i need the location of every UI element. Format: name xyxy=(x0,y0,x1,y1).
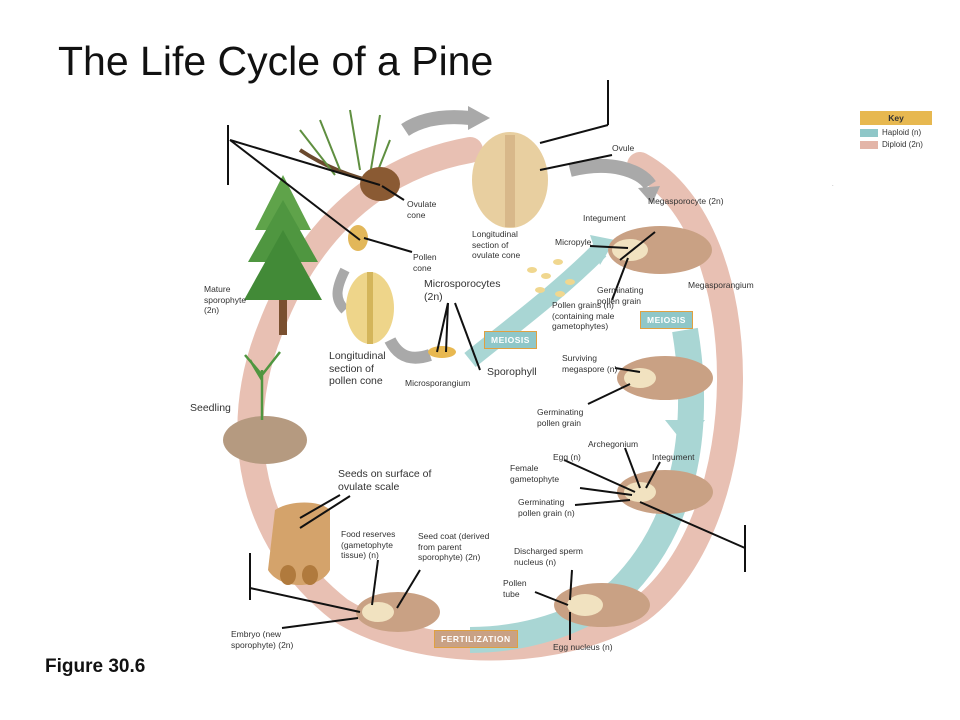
label-microsporocytes: Microsporocytes (2n) xyxy=(424,278,501,303)
label-integument-mid: Integument xyxy=(652,452,695,462)
diploid-swatch xyxy=(860,140,878,149)
seed-scale xyxy=(268,502,330,585)
label-surviving-megaspore: Surviving megaspore (n) xyxy=(562,353,618,374)
label-discharged-sperm: Discharged sperm nucleus (n) xyxy=(514,546,583,567)
pollen-cone-section xyxy=(346,272,394,344)
label-germinating-pollen-mid: Germinating pollen grain xyxy=(537,407,584,428)
haploid-cycle-arrow xyxy=(469,327,704,653)
haploid-swatch xyxy=(860,128,878,137)
key-haploid-label: Haploid (n) xyxy=(882,128,922,137)
seedling xyxy=(223,351,307,464)
meiosis-badge-right: MEIOSIS xyxy=(640,311,693,329)
key-haploid-row: Haploid (n) xyxy=(860,128,932,137)
grey-arrow-pollen xyxy=(384,336,432,364)
label-micropyle: Micropyle xyxy=(555,237,592,247)
label-mature-sporophyte: Mature sporophyte (2n) xyxy=(204,284,247,315)
microsporangium-shape xyxy=(428,346,456,358)
label-pollen-grains: Pollen grains (n) (containing male gamet… xyxy=(552,300,615,331)
label-germinating-pollen-top: Germinating pollen grain xyxy=(597,285,644,306)
label-female-gametophyte: Female gametophyte xyxy=(510,463,560,484)
page-title: The Life Cycle of a Pine xyxy=(58,38,494,84)
legend-key: Key Haploid (n) Diploid (2n) xyxy=(860,111,932,149)
label-megasporocyte: Megasporocyte (2n) xyxy=(648,196,724,206)
grey-arrow-ovule xyxy=(568,158,656,190)
label-integument-top: Integument xyxy=(583,213,626,223)
meiosis-badge-left: MEIOSIS xyxy=(484,331,537,349)
pollen-arrowhead xyxy=(590,235,615,265)
leader-lines xyxy=(227,80,746,640)
label-megasporangium: Megasporangium xyxy=(688,280,754,290)
label-pollen-tube: Pollen tube xyxy=(503,578,527,599)
ovule-shapes xyxy=(356,226,713,632)
label-germinating-pollen-n: Germinating pollen grain (n) xyxy=(518,497,575,518)
label-food-reserves: Food reserves (gametophyte tissue) (n) xyxy=(341,529,396,560)
label-egg-nucleus: Egg nucleus (n) xyxy=(553,642,613,652)
teal-arrowhead-right xyxy=(665,420,705,445)
fertilization-badge: FERTILIZATION xyxy=(434,630,518,648)
label-seedling: Seedling xyxy=(190,402,231,414)
label-seeds-surface: Seeds on surface of ovulate scale xyxy=(338,468,432,493)
label-archegonium: Archegonium xyxy=(588,439,639,449)
key-heading: Key xyxy=(860,111,932,125)
label-embryo: Embryo (new sporophyte) (2n) xyxy=(231,629,294,650)
pollen-grains xyxy=(527,259,575,297)
label-egg: Egg (n) xyxy=(553,452,581,462)
label-microsporangium: Microsporangium xyxy=(405,378,471,388)
key-diploid-row: Diploid (2n) xyxy=(860,140,932,149)
label-sporophyll: Sporophyll xyxy=(487,366,537,378)
grey-arrowhead-ovule xyxy=(638,186,660,204)
label-ovulate-cone: Ovulate cone xyxy=(407,199,437,220)
grey-arrowhead-top xyxy=(468,106,490,130)
key-diploid-label: Diploid (2n) xyxy=(882,140,923,149)
label-seed-coat: Seed coat (derived from parent sporophyt… xyxy=(418,531,490,562)
grey-arrow-cone xyxy=(332,267,350,314)
figure-label: Figure 30.6 xyxy=(45,656,146,677)
svg-text:.: . xyxy=(832,182,834,188)
grey-arrow-top xyxy=(401,110,471,136)
label-longitudinal-pollen: Longitudinal section of pollen cone xyxy=(329,350,386,387)
label-longitudinal-ovulate: Longitudinal section of ovulate cone xyxy=(472,229,521,260)
label-ovule: Ovule xyxy=(612,143,635,153)
ovulate-cone-section xyxy=(472,132,548,228)
label-pollen-cone: Pollen cone xyxy=(413,252,437,273)
mature-pine-tree xyxy=(244,175,322,335)
